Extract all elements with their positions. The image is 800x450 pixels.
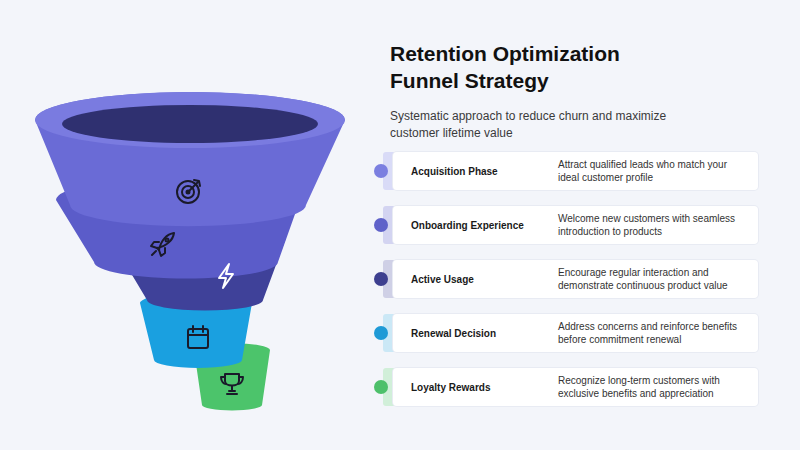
trophy-icon — [221, 374, 243, 394]
caption: Systematic approach to reduce churn and … — [390, 108, 670, 143]
stage-heading: Renewal Decision — [411, 327, 546, 340]
target-icon — [177, 180, 200, 203]
rocket-icon — [151, 233, 174, 256]
stage-box: Loyalty Rewards Recognize long-term custo… — [393, 368, 758, 406]
funnel-rim — [35, 92, 345, 148]
stage-heading: Onboarding Experience — [411, 219, 546, 232]
stage-description: Attract qualified leads who match your i… — [558, 158, 750, 185]
funnel — [35, 92, 345, 410]
funnel-opening — [62, 105, 318, 143]
title: Retention Optimization Funnel Strategy — [390, 40, 660, 95]
stage-description: Welcome new customers with seamless intr… — [558, 212, 750, 239]
stage-box: Acquisition Phase Attract qualified leads… — [393, 152, 758, 190]
stage-description: Recognize long-term customers with exclu… — [558, 374, 750, 401]
stage-description: Address concerns and reinforce benefits … — [558, 320, 750, 347]
stage-box: Renewal Decision Address concerns and rei… — [393, 314, 758, 352]
calendar-icon — [188, 326, 208, 348]
stage-heading: Loyalty Rewards — [411, 381, 546, 394]
stage-box: Active Usage Encourage regular interactio… — [393, 260, 758, 298]
lightning-icon — [219, 264, 233, 288]
stage-heading: Acquisition Phase — [411, 165, 546, 178]
funnel-layer — [35, 92, 345, 226]
stage-box: Onboarding Experience Welcome new custome… — [393, 206, 758, 244]
stage-description: Encourage regular interaction and demons… — [558, 266, 750, 293]
funnel-icons — [151, 180, 243, 394]
stage-heading: Active Usage — [411, 273, 546, 286]
